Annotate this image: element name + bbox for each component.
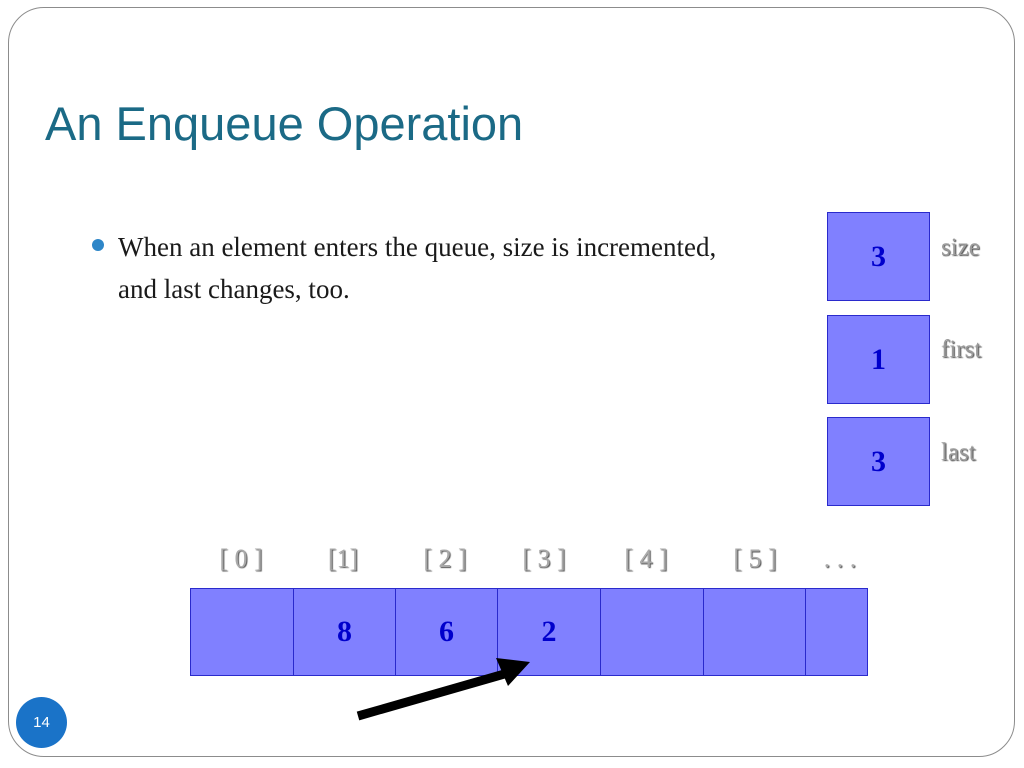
array-cell: 8 [293,588,396,676]
array-index-label: [ 4 ] [624,544,668,573]
array-index-label: . . . [823,544,857,573]
last-value-box: 3 [827,417,930,506]
bullet-text: When an element enters the queue, size i… [118,232,717,304]
last-label: last [941,439,976,466]
array-index-label: [ 0 ] [219,544,263,573]
bullet-dot-icon [92,239,104,251]
size-label: size [941,234,980,261]
array-cell [805,588,868,676]
first-value-box: 1 [827,315,930,404]
array-index-label: [ 2 ] [423,544,467,573]
slide-title: An Enqueue Operation [45,97,524,150]
first-label: first [941,336,982,363]
array-cell [703,588,806,676]
array-cell [190,588,294,676]
array-cell [600,588,704,676]
page-number-badge: 14 [16,697,67,748]
array-index-label: [1] [327,544,359,573]
array-index-label: [ 5 ] [733,544,777,573]
array-cell: 6 [395,588,498,676]
array-index-label: [ 3 ] [522,544,566,573]
size-value-box: 3 [827,212,930,301]
array-cell: 2 [497,588,601,676]
